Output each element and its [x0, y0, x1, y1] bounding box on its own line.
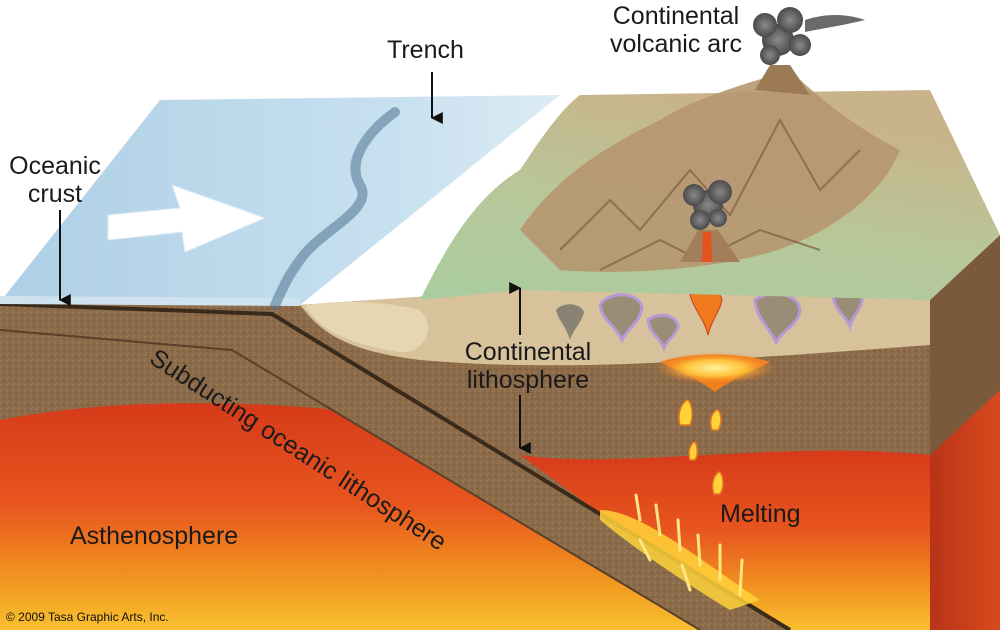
magma-glow — [655, 352, 775, 384]
ash-plume-top — [753, 7, 865, 65]
asthenosphere-label: Asthenosphere — [70, 522, 239, 550]
continental-lithosphere-line2: lithosphere — [466, 366, 590, 394]
oceanic-crust-label: Oceanic crust — [0, 152, 110, 208]
volcanic-arc-line1: Continental — [612, 2, 740, 30]
arrow-right-icon — [107, 184, 267, 253]
subducting-slab — [0, 302, 790, 630]
lava-flow — [702, 232, 712, 262]
mountain-range — [520, 70, 900, 272]
trench-line — [270, 107, 400, 310]
ash-plume-lower — [683, 180, 732, 230]
continental-lithosphere-line1: Continental — [464, 338, 592, 366]
ocean-surface — [0, 95, 560, 305]
copyright-credit: © 2009 Tasa Graphic Arts, Inc. — [6, 610, 169, 624]
ocean-front-edge — [0, 296, 300, 306]
pluton-grey — [556, 304, 584, 340]
slab-bottom-edge — [0, 329, 701, 630]
accretionary-wedge — [305, 301, 429, 353]
volcanic-arc-line2: volcanic arc — [610, 30, 742, 58]
oceanic-crust-line1: Oceanic — [9, 152, 101, 180]
volcanic-arc-label: Continental volcanic arc — [596, 2, 756, 58]
melting-zone — [600, 493, 760, 610]
asthenosphere-right — [520, 450, 930, 630]
oceanic-crust-line2: crust — [27, 180, 83, 208]
rising-magma — [678, 399, 724, 495]
volcano-icon — [755, 65, 810, 95]
continental-lithosphere-label: Continental lithosphere — [448, 338, 608, 394]
trench-label: Trench — [387, 36, 464, 64]
block-side-asthenosphere — [930, 390, 1000, 630]
asthenosphere-left — [0, 403, 760, 630]
melting-label: Melting — [720, 500, 801, 528]
